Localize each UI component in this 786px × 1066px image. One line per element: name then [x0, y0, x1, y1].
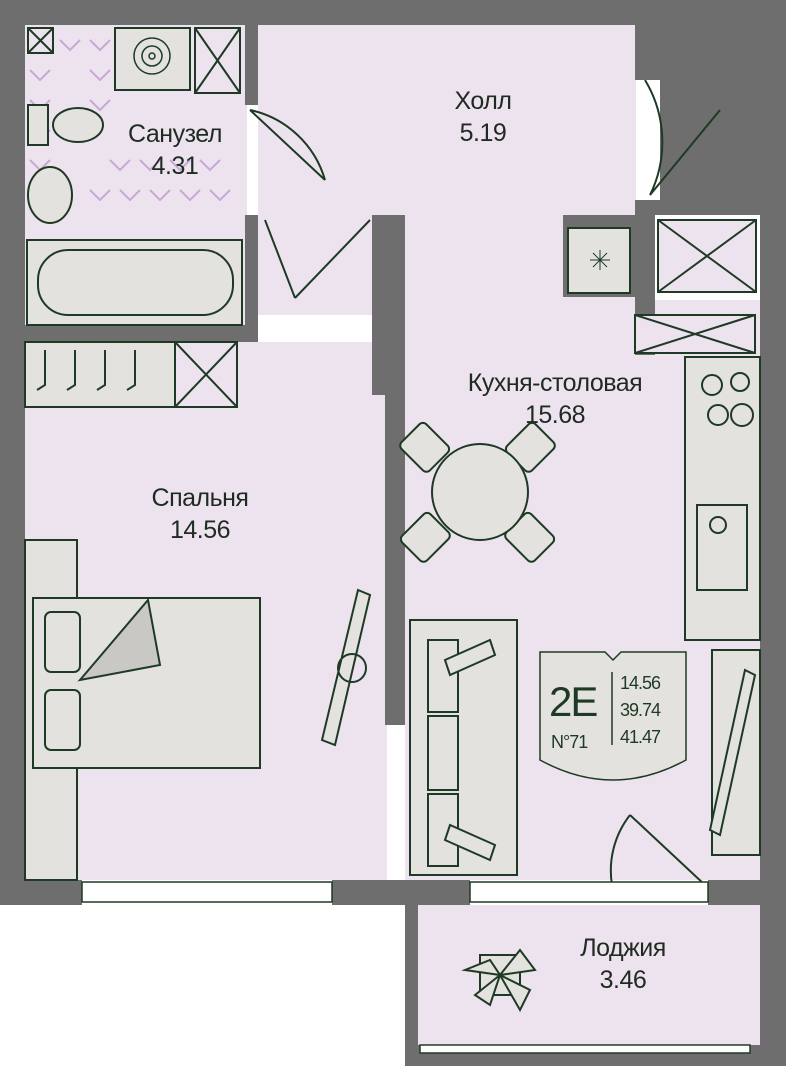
- plant-icon: [461, 948, 537, 1013]
- kitchen-counter: [684, 356, 761, 641]
- room-name: Спальня: [151, 484, 249, 512]
- wardrobe: [24, 341, 176, 408]
- room-area: 4.31: [151, 152, 199, 180]
- ventilation-shafts: [27, 27, 757, 408]
- apartment-badge: [539, 651, 687, 781]
- total-area-with-loggia: 41.47: [620, 727, 661, 747]
- room-name: Санузел: [128, 120, 222, 148]
- bathroom-fixtures: [26, 104, 243, 326]
- bed: [24, 539, 261, 881]
- loggia-floor: [418, 905, 760, 1045]
- room-label-hall: Холл 5.19: [408, 85, 558, 149]
- room-name: Лоджия: [580, 934, 666, 962]
- living-area: 14.56: [620, 673, 661, 693]
- room-area: 15.68: [524, 401, 586, 429]
- sofa: [409, 619, 518, 876]
- room-area: 3.46: [599, 966, 647, 994]
- appliance-box: [114, 27, 631, 294]
- doors: [249, 79, 721, 886]
- room-label-bedroom: Спальня 14.56: [130, 482, 270, 546]
- room-area: 5.19: [459, 119, 507, 147]
- apartment-number: N°71: [551, 732, 588, 752]
- room-name: Кухня-столовая: [467, 369, 643, 397]
- apartment-type: 2E: [549, 678, 598, 725]
- room-label-kitchen: Кухня-столовая 15.68: [425, 367, 685, 431]
- total-area: 39.74: [620, 700, 661, 720]
- room-label-loggia: Лоджия 3.46: [548, 932, 698, 996]
- room-label-bathroom: Санузел 4.31: [100, 118, 250, 182]
- room-name: Холл: [454, 87, 512, 115]
- room-area: 14.56: [169, 516, 231, 544]
- tv-units: [320, 588, 761, 856]
- windows: [81, 881, 751, 1054]
- dining-table: [399, 421, 556, 563]
